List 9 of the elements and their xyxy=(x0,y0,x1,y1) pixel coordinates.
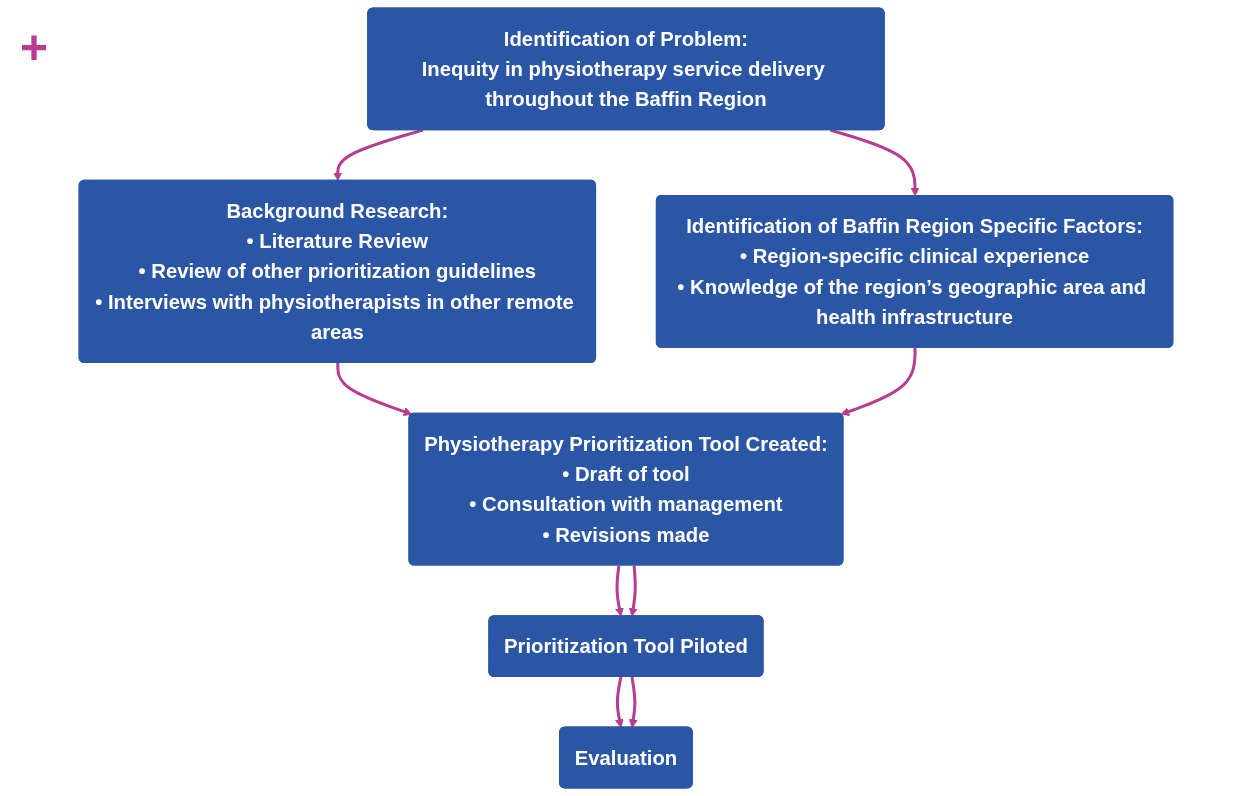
arrow xyxy=(332,128,423,182)
plus-sign: + xyxy=(20,20,49,75)
arrow xyxy=(628,565,638,617)
arrow xyxy=(335,363,412,416)
arrow xyxy=(614,565,624,617)
arrow xyxy=(628,676,638,729)
arrow xyxy=(840,347,917,416)
arrow xyxy=(829,128,919,197)
arrow xyxy=(614,676,624,729)
